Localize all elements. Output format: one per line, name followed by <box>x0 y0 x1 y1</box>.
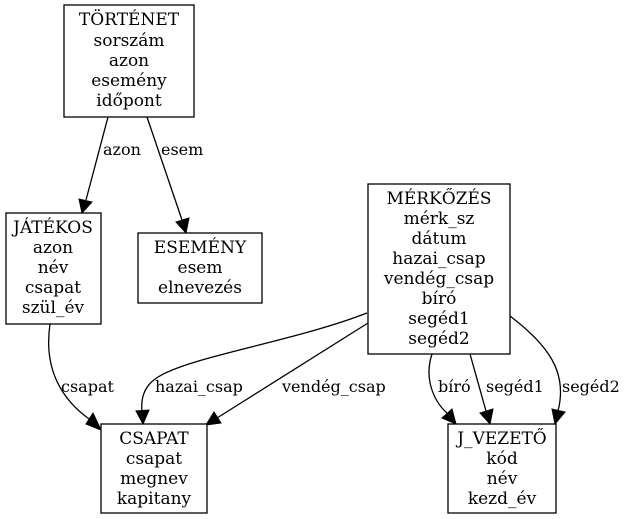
edge-tortenet-esemeny: esem <box>146 116 203 235</box>
entity-attribute: kód <box>486 449 518 469</box>
entity-jatekos: JÁTÉKOS azon név csapat szül_év <box>5 212 102 325</box>
edge-merkozes-jvezeto-seged2: segéd2 <box>509 315 620 426</box>
entity-attribute: esem <box>178 258 223 278</box>
entity-attribute: megnev <box>120 469 188 489</box>
edge-tortenet-jatekos: azon <box>78 116 141 215</box>
edge-merkozes-jvezeto-seged1: segéd1 <box>469 353 544 426</box>
edge-jatekos-csapat: csapat <box>48 323 114 431</box>
entity-jvezeto: J_VEZETŐ kód név kezd_év <box>447 423 557 514</box>
entity-attribute: sorszám <box>93 31 164 51</box>
edge-label-esem: esem <box>161 140 203 159</box>
edge-label-seged1: segéd1 <box>486 377 544 396</box>
edge-label-azon: azon <box>103 140 141 159</box>
entity-attribute: hazai_csap <box>392 249 485 269</box>
edge-label-csapat: csapat <box>61 377 114 396</box>
entity-title: ESEMÉNY <box>154 237 247 258</box>
entity-attribute: segéd1 <box>408 309 469 329</box>
edge-label-hazai-csap: hazai_csap <box>155 377 243 396</box>
entity-attribute: vendég_csap <box>383 269 494 289</box>
entity-attribute: csapat <box>25 278 81 298</box>
entity-attribute: csapat <box>126 449 182 469</box>
entity-attribute: bíró <box>422 289 457 309</box>
entity-title: MÉRKŐZÉS <box>386 188 491 209</box>
entity-attribute: név <box>38 258 69 278</box>
entity-merkozes: MÉRKŐZÉS mérk_sz dátum hazai_csap vendég… <box>367 183 511 355</box>
edge-label-seged2: segéd2 <box>562 377 620 396</box>
edge-merkozes-jvezeto-biro: bíró <box>428 353 471 425</box>
entity-attribute: mérk_sz <box>404 209 475 229</box>
entity-attribute: azon <box>109 51 149 71</box>
entity-attribute: elnevezés <box>158 278 242 298</box>
entity-attribute: segéd2 <box>408 329 469 349</box>
entity-title: JÁTÉKOS <box>11 217 93 238</box>
entity-title: TÖRTÉNET <box>79 9 180 30</box>
entity-attribute: szül_év <box>22 298 85 318</box>
entity-attribute: dátum <box>412 229 467 249</box>
entity-title: CSAPAT <box>119 429 189 449</box>
edge-merkozes-csapat-hazai: hazai_csap <box>135 312 368 426</box>
entity-tortenet: TÖRTÉNET sorszám azon esemény időpont <box>63 4 195 118</box>
entity-title: J_VEZETŐ <box>455 428 547 449</box>
edge-label-biro: bíró <box>438 377 471 396</box>
entity-attribute: azon <box>33 238 73 258</box>
entity-attribute: kapitany <box>117 489 192 509</box>
entity-attribute: esemény <box>91 71 167 91</box>
entity-attribute: időpont <box>96 91 162 111</box>
entity-attribute: kezd_év <box>468 489 537 509</box>
entity-attribute: név <box>487 469 518 489</box>
edge-label-vendeg-csap: vendég_csap <box>281 377 386 396</box>
entity-esemeny: ESEMÉNY esem elnevezés <box>137 232 263 304</box>
edge-merkozes-csapat-vendeg: vendég_csap <box>205 322 386 426</box>
entity-csapat: CSAPAT csapat megnev kapitany <box>100 423 208 514</box>
